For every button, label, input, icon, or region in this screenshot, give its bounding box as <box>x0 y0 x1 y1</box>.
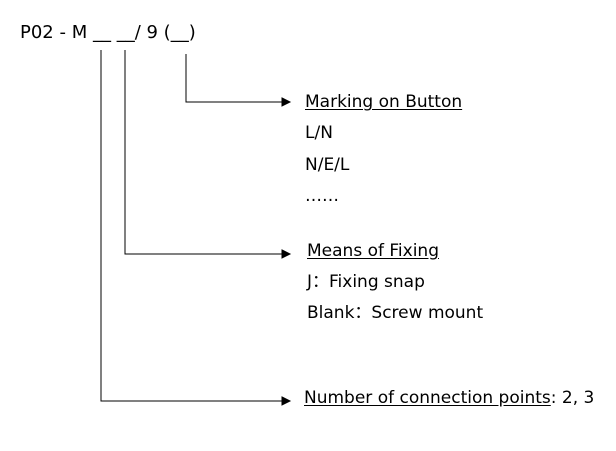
fixing-connector <box>124 50 282 255</box>
fixing-option: J：Fixing snap <box>307 272 425 292</box>
fixing-heading: Means of Fixing <box>307 241 439 261</box>
connection-values: : 2, 3 <box>550 388 595 408</box>
code-blank-connection-points: __ <box>92 22 111 43</box>
code-blank-fixing: __ <box>116 22 135 43</box>
marking-option-ellipsis: …… <box>305 186 339 206</box>
part-number-code: P02 - M __ __/ 9 (__) <box>20 21 196 45</box>
code-prefix: P02 - M <box>20 22 88 43</box>
code-separator: / 9 ( <box>134 22 171 43</box>
marking-connector <box>185 54 282 103</box>
marking-heading: Marking on Button <box>305 92 463 112</box>
connection-row: Number of connection points: 2, 3 <box>304 387 594 409</box>
fixing-arrowhead <box>281 249 292 259</box>
connection-connector <box>100 50 282 402</box>
code-blank-marking: __ <box>170 22 189 43</box>
connection-heading: Number of connection points <box>304 388 551 408</box>
code-close-paren: ) <box>188 22 196 43</box>
marking-option: L/N <box>305 123 333 143</box>
marking-option: N/E/L <box>305 155 350 175</box>
connection-arrowhead <box>281 396 292 406</box>
marking-arrowhead <box>281 97 292 107</box>
fixing-option: Blank：Screw mount <box>307 303 484 323</box>
